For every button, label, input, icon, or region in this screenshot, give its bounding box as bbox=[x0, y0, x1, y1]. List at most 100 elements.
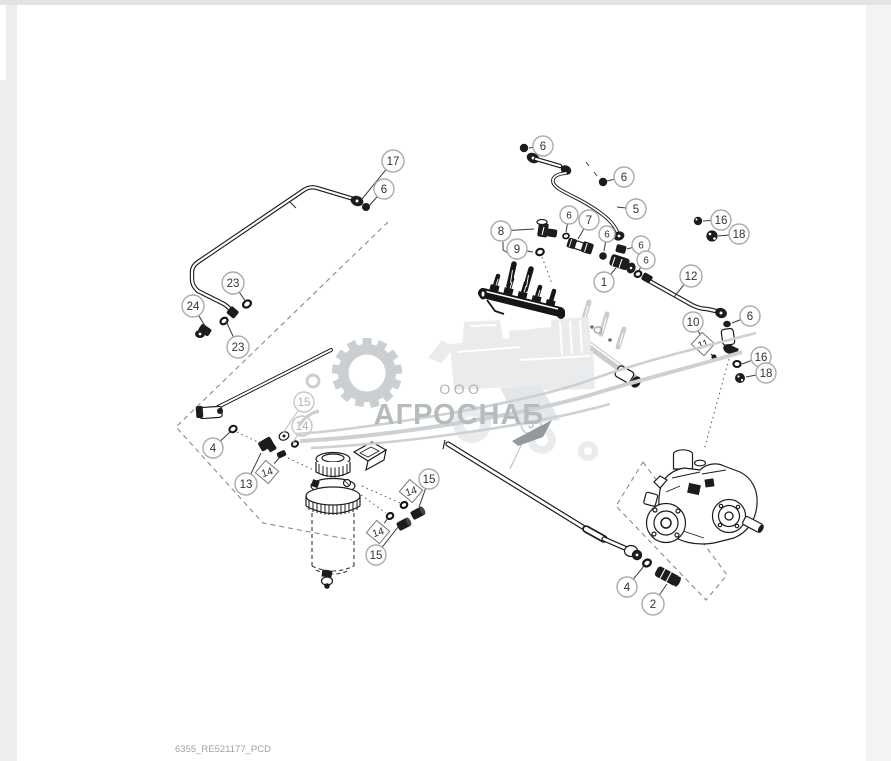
svg-text:10: 10 bbox=[687, 317, 700, 329]
svg-text:23: 23 bbox=[232, 342, 245, 354]
right-margin-strip bbox=[866, 5, 891, 761]
watermark-swoosh bbox=[295, 331, 757, 450]
callout-13: 13 bbox=[234, 452, 262, 496]
watermark-company-prefix: ООО bbox=[439, 381, 482, 397]
svg-text:4: 4 bbox=[210, 443, 217, 455]
watermark-company-name: АГРОСНАБ bbox=[374, 399, 545, 431]
callout-15: 15 bbox=[418, 468, 440, 508]
left-margin-notch bbox=[0, 5, 6, 80]
svg-text:6: 6 bbox=[540, 141, 546, 153]
svg-text:6: 6 bbox=[621, 172, 627, 184]
callout-6: 6 bbox=[598, 225, 616, 252]
tee-fitting bbox=[195, 405, 223, 420]
filter-rib-band bbox=[308, 500, 358, 515]
callout-1: 1 bbox=[593, 267, 617, 293]
callout-14: 14 bbox=[365, 517, 391, 545]
callout-4: 4 bbox=[202, 431, 231, 459]
svg-text:18: 18 bbox=[760, 368, 773, 380]
callout-18: 18 bbox=[717, 223, 750, 245]
svg-text:23: 23 bbox=[227, 278, 240, 290]
callout-18: 18 bbox=[745, 362, 777, 384]
filter-drain bbox=[320, 569, 334, 589]
callout-4: 4 bbox=[616, 565, 645, 598]
svg-text:9: 9 bbox=[514, 244, 520, 256]
callout-6: 6 bbox=[636, 250, 656, 271]
svg-text:5: 5 bbox=[633, 204, 639, 216]
callout-14: 14 bbox=[291, 415, 313, 444]
left-margin-strip bbox=[0, 5, 17, 761]
filter-inlet-pipe-13 bbox=[195, 348, 333, 434]
callout-24: 24 bbox=[181, 294, 206, 327]
filter-left-fittings bbox=[236, 431, 319, 473]
leak-off-line-5 bbox=[519, 143, 620, 235]
svg-text:17: 17 bbox=[387, 156, 400, 168]
svg-text:4: 4 bbox=[624, 582, 631, 594]
svg-text:15: 15 bbox=[298, 397, 311, 409]
callout-15: 15 bbox=[282, 391, 315, 434]
callout-14: 14 bbox=[398, 478, 424, 504]
callout-6: 6 bbox=[368, 178, 395, 207]
callout-15: 15 bbox=[365, 526, 399, 566]
svg-text:16: 16 bbox=[715, 215, 728, 227]
watermark-tractor-icon bbox=[428, 317, 598, 461]
watermark-gear-icon bbox=[327, 338, 403, 417]
callout-6: 6 bbox=[559, 205, 579, 233]
svg-text:6: 6 bbox=[747, 311, 753, 323]
svg-text:1: 1 bbox=[601, 277, 607, 289]
callout-17: 17 bbox=[361, 149, 405, 200]
callout-23: 23 bbox=[225, 320, 250, 359]
top-margin-strip bbox=[0, 0, 891, 5]
fuel-filter-assembly bbox=[305, 441, 388, 589]
callout-6: 6 bbox=[731, 305, 761, 327]
elbow-fitting-24 bbox=[195, 324, 212, 338]
svg-text:6: 6 bbox=[638, 241, 644, 252]
svg-text:16: 16 bbox=[755, 352, 768, 364]
svg-text:18: 18 bbox=[733, 229, 746, 241]
svg-text:15: 15 bbox=[423, 474, 436, 486]
callout-5: 5 bbox=[616, 198, 647, 220]
coupler-2 bbox=[654, 566, 681, 587]
svg-text:7: 7 bbox=[586, 215, 592, 227]
callout-14: 14 bbox=[254, 457, 280, 485]
svg-text:6: 6 bbox=[566, 211, 572, 222]
svg-text:24: 24 bbox=[187, 301, 200, 313]
svg-text:8: 8 bbox=[498, 226, 504, 238]
tee-junction-1 bbox=[599, 231, 653, 284]
callout-10: 10 bbox=[682, 311, 704, 337]
watermark: ООО АГРОСНАБ bbox=[295, 317, 757, 461]
callout-6: 6 bbox=[528, 135, 554, 157]
svg-text:13: 13 bbox=[240, 479, 253, 491]
callout-8: 8 bbox=[490, 220, 535, 242]
callout-2: 2 bbox=[641, 583, 668, 616]
callout-6: 6 bbox=[606, 166, 635, 188]
svg-text:14: 14 bbox=[371, 525, 386, 540]
callout-9: 9 bbox=[506, 238, 534, 260]
svg-text:14: 14 bbox=[404, 484, 419, 499]
filter-right-fittings bbox=[356, 485, 426, 531]
callout-7: 7 bbox=[577, 209, 600, 240]
svg-text:3: 3 bbox=[528, 419, 534, 431]
rail-fittings-cluster bbox=[502, 218, 594, 285]
callout-16: 16 bbox=[702, 209, 732, 231]
svg-text:6: 6 bbox=[643, 256, 649, 267]
filter-bracket bbox=[352, 441, 388, 472]
svg-text:6: 6 bbox=[604, 230, 610, 241]
svg-text:12: 12 bbox=[685, 271, 698, 283]
dashed-kit-box-upper bbox=[175, 221, 389, 541]
svg-text:6: 6 bbox=[381, 184, 387, 196]
tee-body bbox=[609, 254, 636, 274]
filter-knurl bbox=[318, 464, 348, 478]
injection-pump bbox=[643, 449, 764, 545]
union-fitting-7 bbox=[566, 237, 594, 255]
footer-drawing-code: 6355_RE521177_PCD bbox=[175, 744, 271, 755]
return-line-17 bbox=[189, 185, 370, 338]
svg-text:2: 2 bbox=[650, 599, 656, 611]
supply-pipe-3 bbox=[442, 439, 681, 587]
filter-canister-hidden bbox=[311, 513, 355, 575]
callout-12: 12 bbox=[673, 264, 703, 298]
svg-text:15: 15 bbox=[370, 550, 383, 562]
fuel-rail-assembly bbox=[478, 261, 566, 319]
svg-text:14: 14 bbox=[260, 465, 275, 480]
